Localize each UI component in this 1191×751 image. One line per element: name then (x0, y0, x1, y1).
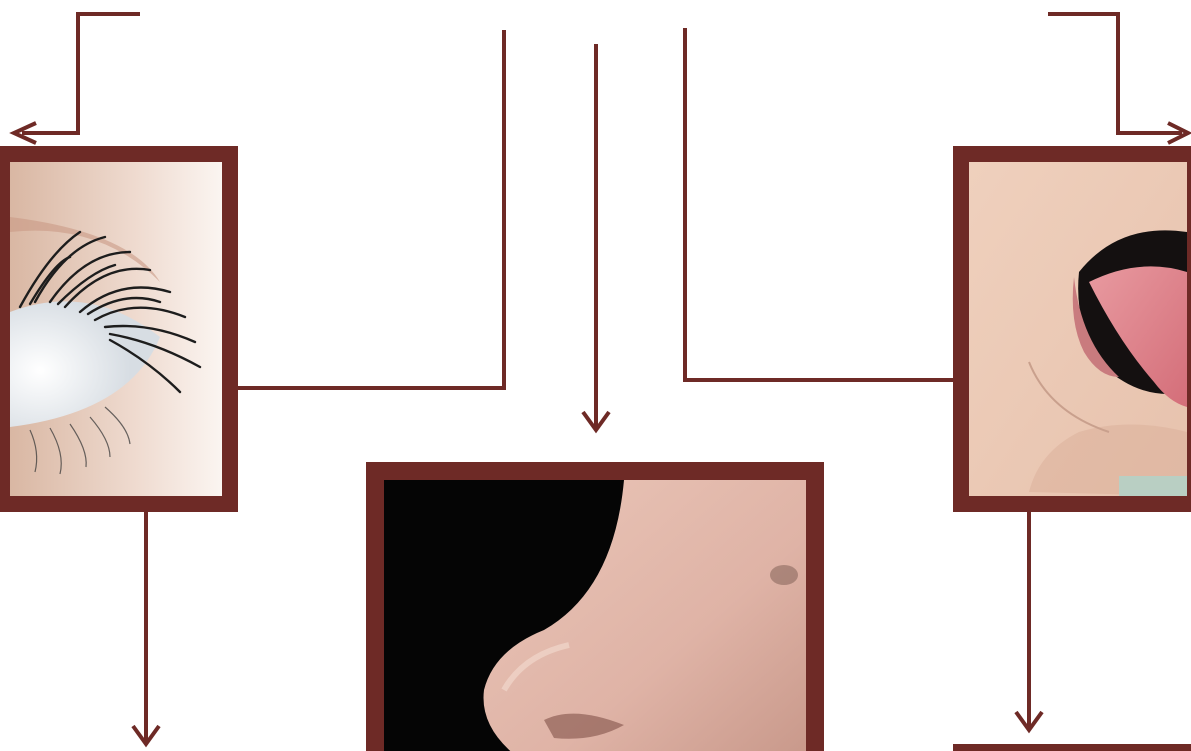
eye-photo (10, 162, 222, 496)
nose-photo-frame (366, 462, 824, 751)
connector-title-to-mouth (1048, 14, 1182, 133)
connector-mouth-to-title (685, 28, 953, 380)
bottom-right-photo-frame (953, 744, 1191, 751)
connector-eye-to-title (238, 30, 504, 388)
mouth-photo (969, 162, 1187, 496)
nose-photo (384, 480, 806, 751)
mouth-photo-frame (953, 146, 1191, 512)
connector-title-to-eye (22, 14, 140, 133)
eye-photo-frame (0, 146, 238, 512)
